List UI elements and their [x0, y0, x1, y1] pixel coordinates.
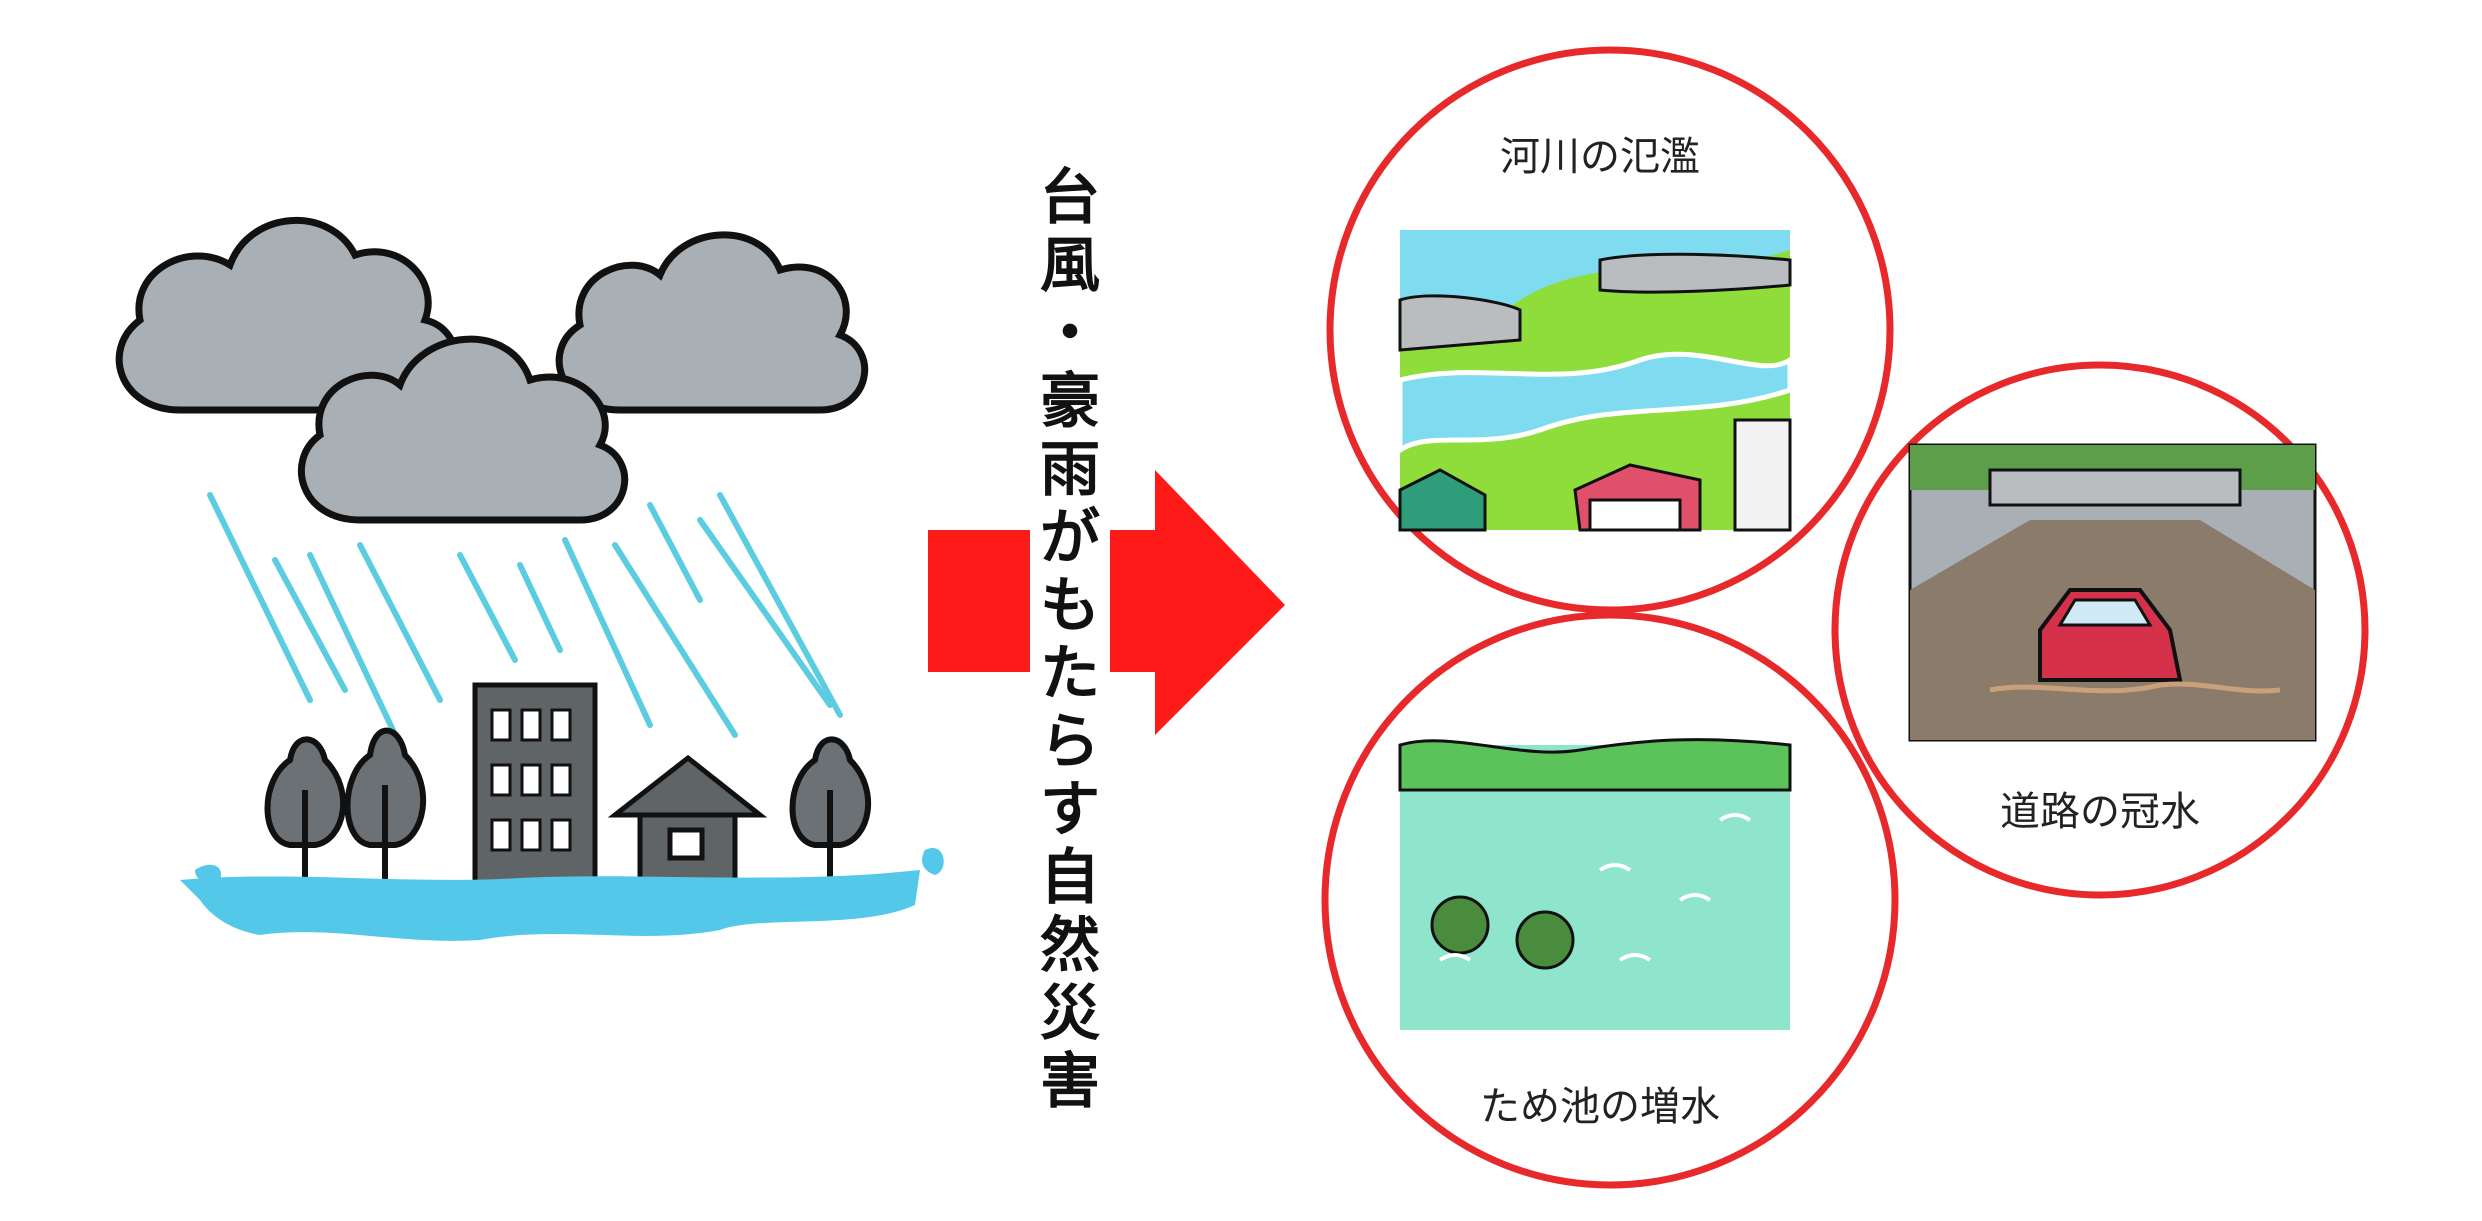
- river-flood-illustration: [1400, 230, 1790, 530]
- pond-rise-illustration: [1400, 740, 1790, 1030]
- caption-road: 道路の冠水: [2000, 789, 2200, 835]
- caption-pond: ため池の増水: [1480, 1084, 1720, 1130]
- caption-river: 河川の氾濫: [1500, 134, 1700, 180]
- road-flood-illustration: [1910, 445, 2315, 740]
